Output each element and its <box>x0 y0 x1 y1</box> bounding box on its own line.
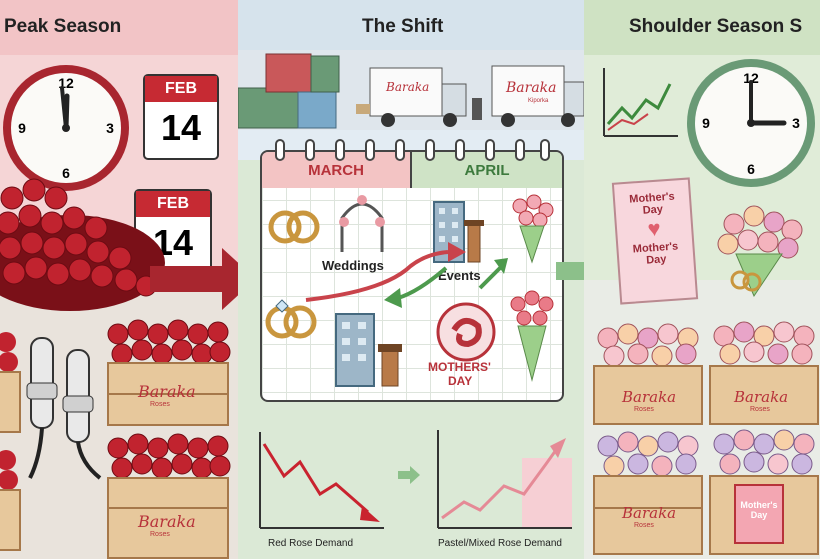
mothers-day-logo-icon <box>436 302 496 362</box>
march-header: MARCH <box>262 152 412 188</box>
brand-logo-text-4: Baraka <box>734 388 789 406</box>
clock-icon: 12 3 6 9 <box>3 65 129 191</box>
svg-text:12: 12 <box>743 70 759 86</box>
feb-14-calendar-icon: FEB 14 <box>143 74 219 160</box>
bouquet-icon-2 <box>510 290 554 382</box>
shift-title: The Shift <box>362 16 444 37</box>
peak-title-band <box>0 0 238 55</box>
shift-panel: The Shift Baraka Baraka Kiporka MARCH AP… <box>238 0 584 559</box>
mothers-day-label-top: MOTHERS' <box>428 360 491 374</box>
peak-season-title: Peak Season <box>4 16 122 37</box>
events-label: Events <box>438 268 481 283</box>
brand-sub-text-2: Roses <box>150 531 170 538</box>
pastel-rose-demand-chart <box>437 430 572 529</box>
truck-brand-sub: Kiporka <box>528 98 549 104</box>
shoulder-title-band <box>584 0 820 55</box>
peak-season-panel: Peak Season 12 3 6 9 FEB 14 FEB 14 <box>0 0 238 559</box>
brand-sub-text-5: Roses <box>634 522 654 529</box>
calendar-month: FEB <box>136 191 210 217</box>
april-label: APRIL <box>464 162 510 179</box>
pastel-rose-crates <box>593 321 819 555</box>
edge-crate <box>0 332 21 551</box>
truck-brand-text-2: Baraka <box>506 80 557 96</box>
wedding-rings-icon <box>268 210 320 244</box>
bouquet-icon <box>512 194 554 264</box>
truck-brand-text: Baraka <box>386 80 430 94</box>
calendar-day: 14 <box>160 107 202 148</box>
brand-sub-text: Roses <box>150 401 170 408</box>
svg-text:6: 6 <box>747 161 755 177</box>
brand-logo-text-2: Baraka <box>138 512 196 531</box>
microphone-icon <box>26 337 102 480</box>
svg-text:9: 9 <box>18 120 26 136</box>
brand-logo-text-5: Baraka <box>622 504 677 522</box>
mothers-day-card: Mother's Day ♥ Mother's Day <box>611 177 699 305</box>
pastel-rose-demand-label: Pastel/Mixed Rose Demand <box>438 538 562 549</box>
small-card-line-1: Mother's <box>740 500 778 510</box>
mothers-day-label-bottom: DAY <box>448 374 473 388</box>
red-rose-pile <box>0 178 165 311</box>
brand-sub-text-4: Roses <box>750 406 770 413</box>
wedding-arch-icon <box>339 195 385 252</box>
shoulder-season-title: Shoulder Season S <box>629 16 803 37</box>
flow-arrows <box>305 242 508 308</box>
calendar-rings <box>275 139 550 161</box>
shift-title-band <box>238 0 584 55</box>
transition-arrow-icon <box>150 248 238 310</box>
small-arrow-icon <box>398 466 420 484</box>
svg-text:3: 3 <box>106 120 114 136</box>
brand-logo-text: Baraka <box>138 382 196 401</box>
calendar-month: FEB <box>145 76 217 102</box>
shoulder-season-panel: Shoulder Season S 12 3 6 9 Mother's Day … <box>584 0 820 559</box>
brand-logo-text-3: Baraka <box>622 388 677 406</box>
wedding-rings-icon-2 <box>265 299 317 339</box>
red-rose-demand-chart <box>259 432 384 529</box>
warehouse-scene <box>238 50 584 130</box>
building-podium-icon <box>335 313 402 387</box>
clock-icon-2: 12 3 6 9 <box>687 59 815 187</box>
trend-chart-icon <box>603 68 678 137</box>
small-mothers-day-card: Mother's Day <box>734 484 784 544</box>
pastel-bouquet-icon <box>717 205 803 298</box>
weddings-label: Weddings <box>322 258 384 273</box>
brand-sub-text-3: Roses <box>634 406 654 413</box>
svg-text:9: 9 <box>702 115 710 131</box>
rose-crates <box>107 319 231 559</box>
svg-text:3: 3 <box>792 115 800 131</box>
svg-text:6: 6 <box>62 165 70 181</box>
small-card-line-2: Day <box>750 510 768 520</box>
march-label: MARCH <box>308 162 364 179</box>
red-rose-demand-label: Red Rose Demand <box>268 538 354 549</box>
